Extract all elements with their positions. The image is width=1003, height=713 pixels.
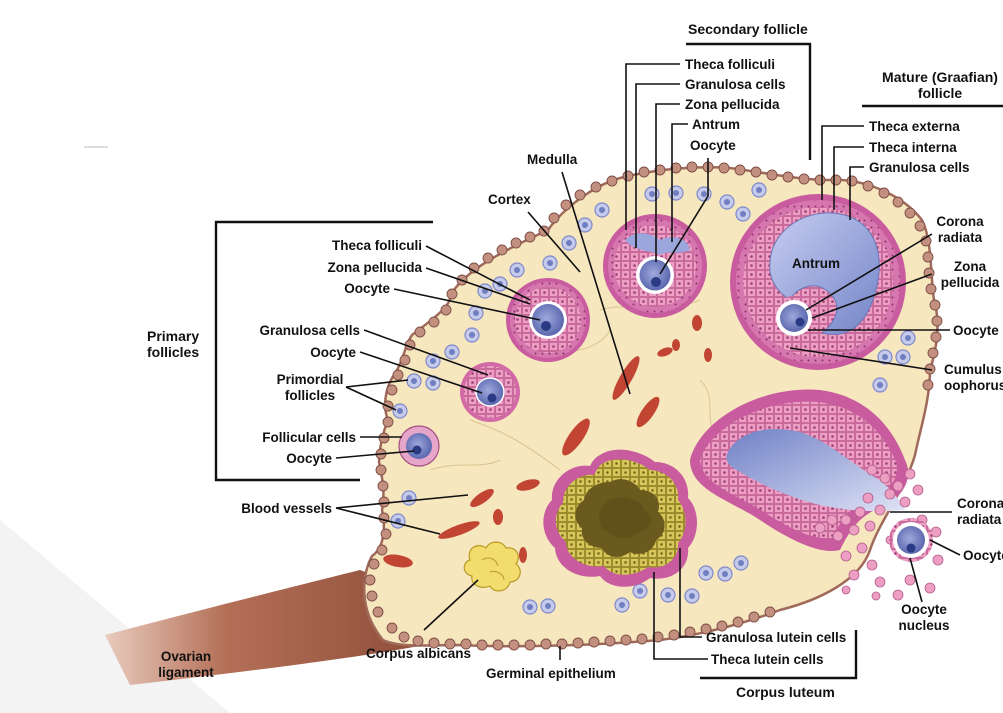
label-theca-lutein-cells: Theca lutein cells xyxy=(711,652,824,667)
label-antrum-mature: Antrum xyxy=(792,256,840,271)
label-line: Corona xyxy=(957,496,1003,511)
secondary-follicle xyxy=(603,214,707,318)
label-line: pellucida xyxy=(941,275,1000,290)
label-granulosa-cells-primary: Granulosa cells xyxy=(259,323,360,338)
label-theca-interna: Theca interna xyxy=(869,140,957,155)
label-line: Oocyte xyxy=(901,602,947,617)
label-antrum-secondary: Antrum xyxy=(692,117,740,132)
label-line: Primary xyxy=(147,328,199,344)
ovulated-oocyte xyxy=(889,518,933,562)
label-theca-externa: Theca externa xyxy=(869,119,960,134)
label-line: Corona xyxy=(936,214,984,229)
label-line: Zona xyxy=(954,259,987,274)
label-oocyte-ovulated: Oocyte xyxy=(963,548,1003,563)
label-line: ligament xyxy=(158,665,214,680)
label-zona-pellucida-primary: Zona pellucida xyxy=(327,260,422,275)
label-cortex: Cortex xyxy=(488,192,531,207)
label-line: Mature (Graafian) xyxy=(882,69,998,85)
label-line: follicles xyxy=(147,344,199,360)
label-theca-folliculi-secondary: Theca folliculi xyxy=(685,57,775,72)
label-blood-vessels: Blood vessels xyxy=(241,501,332,516)
primary-follicle-large xyxy=(506,278,590,362)
label-germinal-epithelium: Germinal epithelium xyxy=(486,666,616,681)
label-oocyte-mature: Oocyte xyxy=(953,323,999,338)
label-oocyte-primordial: Oocyte xyxy=(286,451,332,466)
secondary-follicle-header: Secondary follicle xyxy=(688,21,808,37)
label-oocyte-secondary: Oocyte xyxy=(690,138,736,153)
label-oocyte-primary-2: Oocyte xyxy=(310,345,356,360)
corpus-luteum-header: Corpus luteum xyxy=(736,684,835,700)
label-zona-pellucida-secondary: Zona pellucida xyxy=(685,97,780,112)
label-oocyte-primary-1: Oocyte xyxy=(344,281,390,296)
label-medulla: Medulla xyxy=(527,152,578,167)
label-line: oophorus xyxy=(944,378,1003,393)
primordial-follicle-labeled xyxy=(399,426,439,466)
mature-follicle xyxy=(730,194,906,370)
label-line: follicles xyxy=(285,388,335,403)
label-line: Cumulus xyxy=(944,362,1002,377)
label-line: radiata xyxy=(957,512,1002,527)
label-line: radiata xyxy=(938,230,983,245)
label-granulosa-lutein-cells: Granulosa lutein cells xyxy=(706,630,846,645)
label-follicular-cells: Follicular cells xyxy=(262,430,356,445)
label-granulosa-cells-mature: Granulosa cells xyxy=(869,160,970,175)
label-line: Ovarian xyxy=(161,649,211,664)
label-corpus-albicans: Corpus albicans xyxy=(366,646,471,661)
label-line: Primordial xyxy=(277,372,344,387)
label-granulosa-cells-secondary: Granulosa cells xyxy=(685,77,786,92)
mature-follicle-header: Mature (Graafian)follicle xyxy=(882,69,998,101)
label-line: follicle xyxy=(918,85,963,101)
label-line: nucleus xyxy=(898,618,949,633)
label-theca-folliculi-primary: Theca folliculi xyxy=(332,238,422,253)
primary-follicle-small xyxy=(460,362,520,422)
